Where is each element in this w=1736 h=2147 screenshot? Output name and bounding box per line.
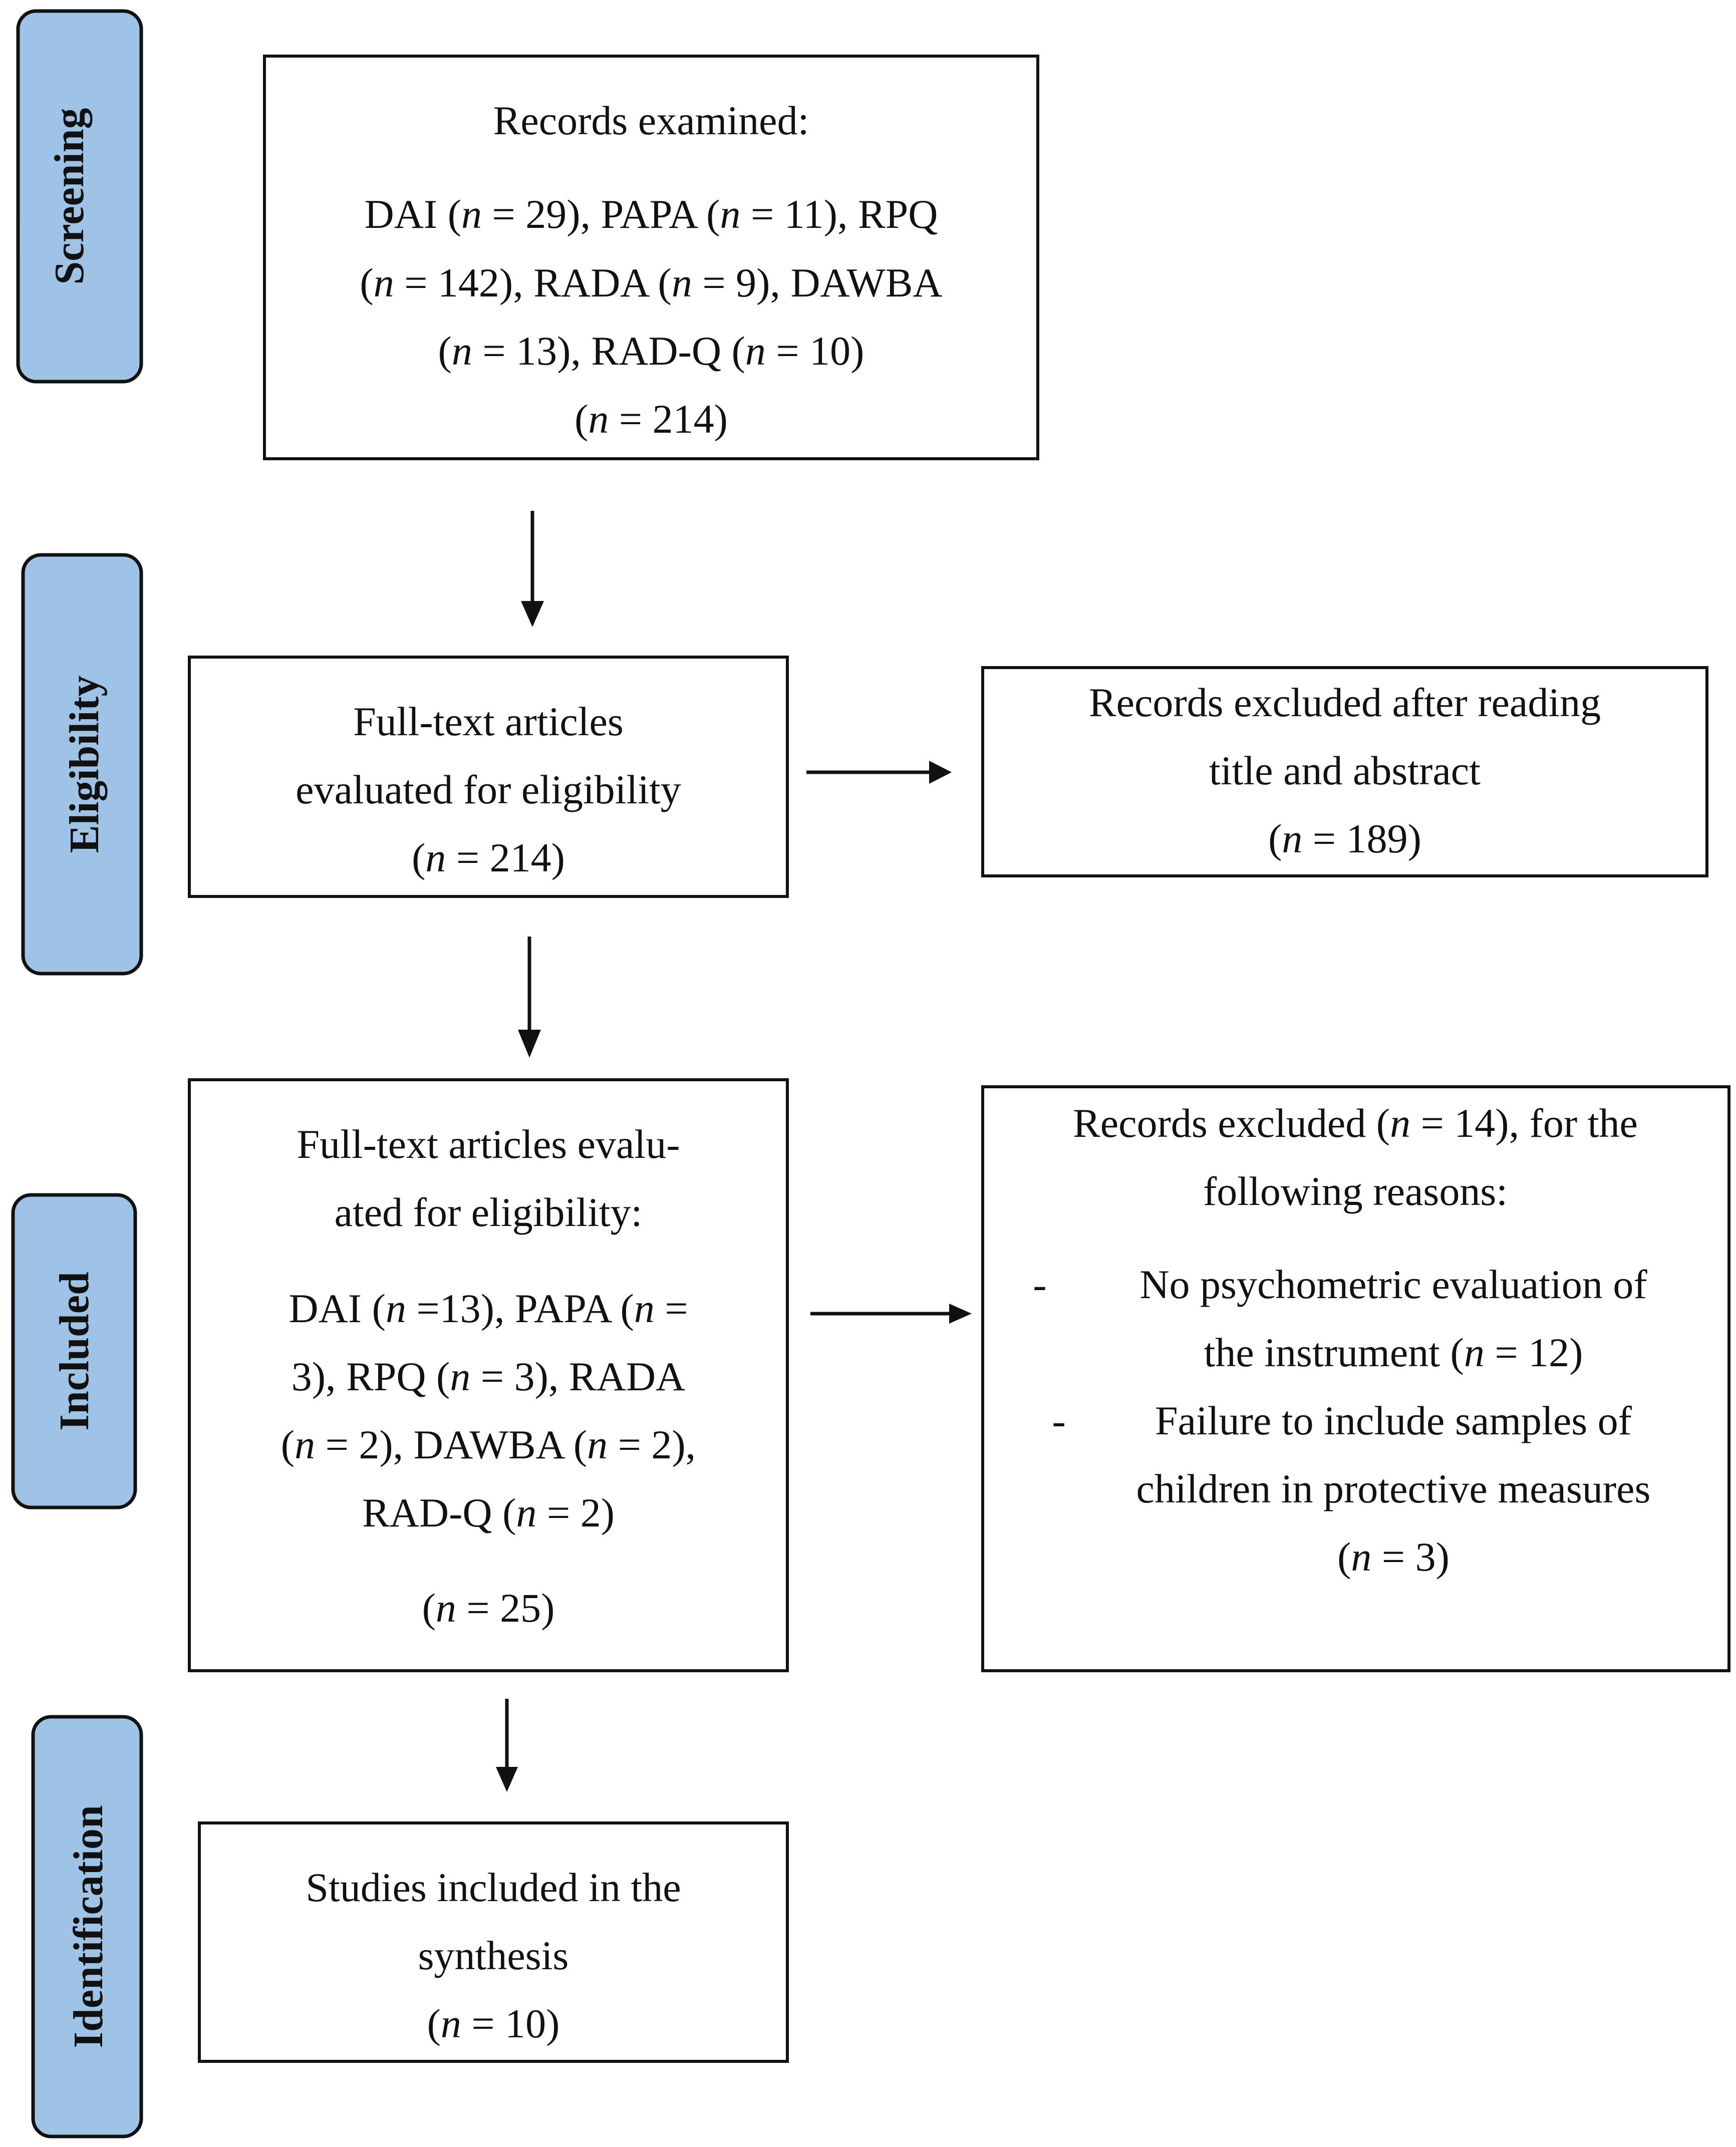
- records-examined-line-3: (n = 13), RAD-Q (n = 10): [438, 328, 864, 374]
- full-text-evaluated-box: Full-text articles evaluated for eligibi…: [188, 656, 789, 898]
- reason-1-line-1: No psychometric evaluation of: [1139, 1262, 1647, 1307]
- studies-included-line-2: synthesis: [418, 1933, 569, 1978]
- full-text-included-line-3: DAI (n =13), PAPA (n =: [288, 1286, 688, 1331]
- studies-included-line-1: Studies included in the: [306, 1865, 681, 1910]
- excluded-title-abstract-box: Records excluded after reading title and…: [981, 666, 1708, 877]
- arrow-right-1: [806, 761, 952, 784]
- full-text-included-line-6: RAD-Q (n = 2): [362, 1490, 615, 1536]
- excluded-reasons-box: Records excluded (n = 14), for the follo…: [981, 1085, 1730, 1672]
- stage-tab-eligibility: Eligibility: [21, 553, 143, 976]
- records-examined-line-2: (n = 142), RADA (n = 9), DAWBA: [360, 260, 942, 305]
- full-text-evaluated-line-1: Full-text articles: [353, 699, 624, 744]
- full-text-included-line-2: ated for eligibility:: [335, 1189, 643, 1235]
- arrow-right-2: [810, 1304, 972, 1324]
- full-text-included-line-4: 3), RPQ (n = 3), RADA: [292, 1354, 686, 1399]
- full-text-included-line-5: (n = 2), DAWBA (n = 2),: [281, 1422, 696, 1467]
- full-text-evaluated-line-2: evaluated for eligibility: [296, 767, 681, 812]
- arrow-down-2: [518, 937, 541, 1058]
- records-examined-total: (n = 214): [574, 396, 728, 442]
- full-text-included-box: Full-text articles evalu- ated for eligi…: [188, 1078, 789, 1672]
- reason-1-line-2: the instrument (n = 12): [1204, 1330, 1583, 1375]
- excluded-title-abstract-total: (n = 189): [1268, 816, 1421, 861]
- arrow-down-1: [521, 511, 544, 627]
- excluded-reasons-line-1: Records excluded (n = 14), for the: [1073, 1100, 1638, 1146]
- stage-tab-included: Included: [11, 1193, 137, 1509]
- excluded-title-abstract-line-1: Records excluded after reading: [1089, 680, 1601, 725]
- records-examined-box: Records examined: DAI (n = 29), PAPA (n …: [263, 55, 1039, 460]
- studies-included-box: Studies included in the synthesis (n = 1…: [198, 1821, 789, 2063]
- reason-2-line-2: children in protective measures: [1136, 1466, 1651, 1511]
- stage-label-eligibility: Eligibility: [61, 676, 108, 853]
- arrow-down-3: [496, 1699, 518, 1792]
- reason-1-bullet: -: [1033, 1262, 1046, 1307]
- reason-2-bullet: -: [1052, 1398, 1065, 1443]
- records-examined-line-1: DAI (n = 29), PAPA (n = 11), RPQ: [364, 191, 938, 237]
- excluded-reasons-line-2: following reasons:: [1203, 1168, 1508, 1214]
- stage-tab-screening: Screening: [16, 9, 143, 384]
- stage-tab-identification: Identification: [31, 1715, 143, 2138]
- reason-2-total: (n = 3): [1337, 1534, 1450, 1580]
- reason-2-line-1: Failure to include samples of: [1155, 1398, 1632, 1443]
- studies-included-total: (n = 10): [427, 2001, 560, 2046]
- full-text-included-line-1: Full-text articles evalu-: [297, 1121, 680, 1167]
- stage-label-screening: Screening: [46, 108, 93, 284]
- stage-label-included: Included: [51, 1272, 98, 1430]
- full-text-evaluated-total: (n = 214): [412, 835, 565, 880]
- records-examined-heading: Records examined:: [493, 98, 809, 143]
- excluded-title-abstract-line-2: title and abstract: [1209, 748, 1481, 793]
- full-text-included-total: (n = 25): [422, 1585, 555, 1631]
- stage-label-identification: Identification: [65, 1805, 112, 2048]
